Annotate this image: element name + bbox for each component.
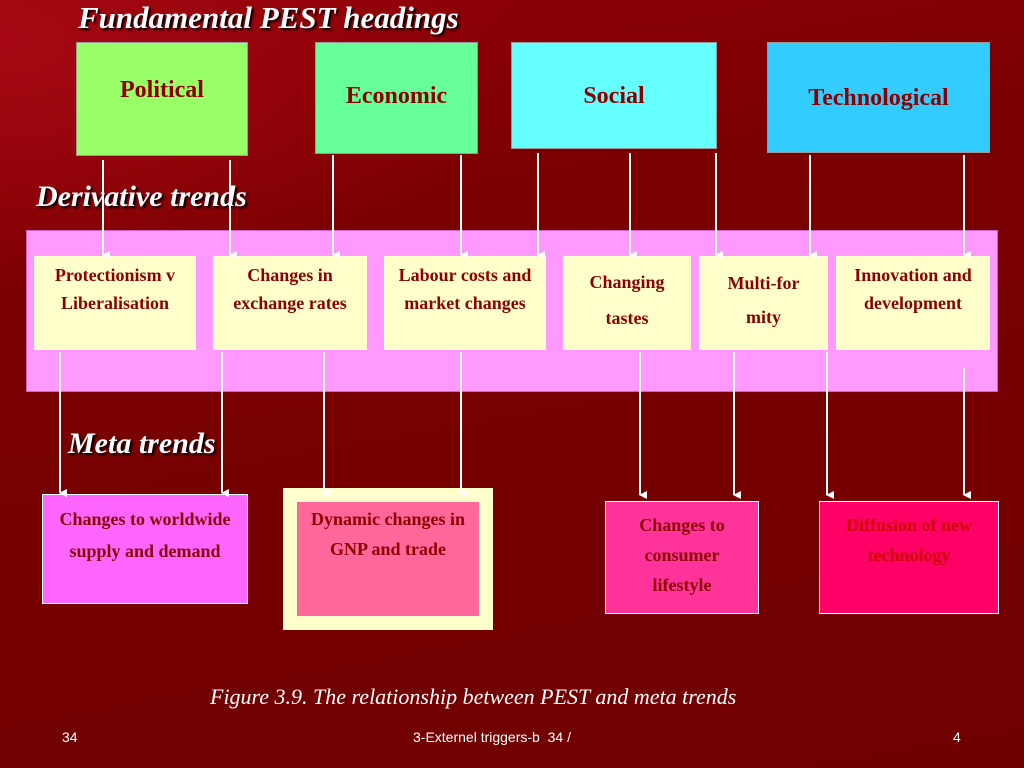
derivative-label: Labour costs and market changes (398, 265, 532, 313)
derivative-box-labour-costs: Labour costs and market changes (384, 256, 546, 350)
meta-box-consumer-lifestyle: Changes to consumer lifestyle (605, 501, 759, 614)
pest-label-social: Social (583, 83, 645, 109)
pest-box-technological: Technological (767, 42, 990, 153)
derivative-label: Innovation and development (854, 265, 972, 313)
pest-box-social: Social (511, 42, 717, 149)
pest-label-political: Political (120, 77, 204, 103)
derivative-box-changing-tastes: Changing tastes (563, 256, 691, 350)
meta-label: Changes to consumer lifestyle (639, 515, 725, 595)
heading-fundamental-pest: Fundamental PEST headings (78, 0, 459, 35)
meta-box-worldwide-supply: Changes to worldwide supply and demand (42, 494, 248, 604)
derivative-box-protectionism: Protectionism v Liberalisation (34, 256, 196, 350)
footer-title: 3-Externel triggers-b 34 / (413, 729, 571, 745)
figure-caption: Figure 3.9. The relationship between PES… (210, 684, 737, 709)
pest-label-technological: Technological (808, 85, 949, 111)
derivative-box-innovation: Innovation and development (836, 256, 990, 350)
heading-derivative-trends: Derivative trends (36, 180, 247, 213)
meta-label: Diffusion of new technology (845, 515, 972, 565)
footer-slide-number-left: 34 (62, 729, 78, 745)
meta-box-diffusion-technology: Diffusion of new technology (819, 501, 999, 614)
meta-label: Changes to worldwide supply and demand (59, 509, 231, 561)
footer-page-number: 4 (953, 729, 961, 745)
pest-box-political: Political (76, 42, 248, 156)
derivative-label: Protectionism v Liberalisation (54, 265, 176, 313)
heading-meta-trends: Meta trends (68, 427, 216, 460)
pest-label-economic: Economic (345, 83, 448, 109)
derivative-label: Changes in exchange rates (233, 265, 347, 313)
meta-box-gnp-trade: Dynamic changes in GNP and trade (297, 502, 479, 616)
derivative-box-exchange-rates: Changes in exchange rates (213, 256, 367, 350)
pest-box-economic: Economic (315, 42, 478, 154)
meta-label: Dynamic changes in GNP and trade (310, 509, 465, 559)
derivative-box-multiformity: Multi-formity (699, 256, 828, 350)
derivative-label: Changing tastes (589, 272, 665, 328)
derivative-label: Multi-formity (727, 273, 800, 327)
